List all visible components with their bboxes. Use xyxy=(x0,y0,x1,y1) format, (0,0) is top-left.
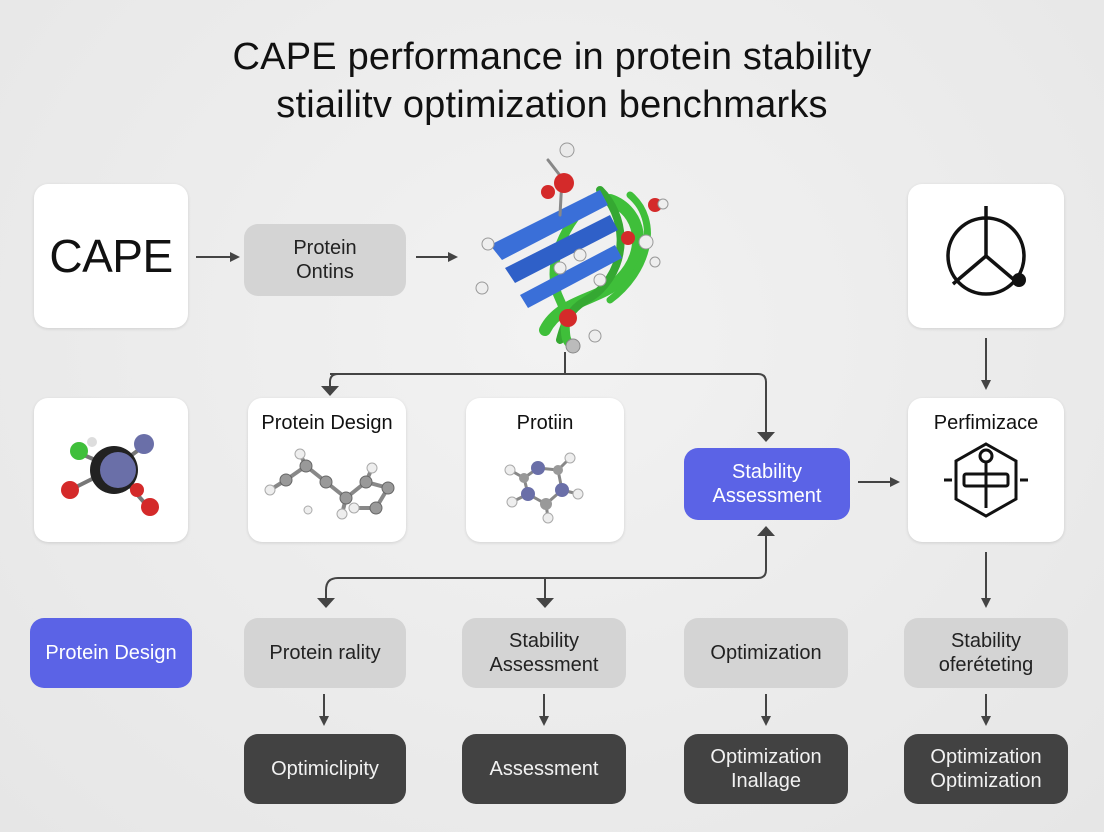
title-line-1: CAPE performance in protein stability xyxy=(232,36,872,78)
protein-rality-node[interactable]: Protein rality xyxy=(244,618,406,688)
molecule-card xyxy=(34,398,188,542)
protein-design-card-label: Protein Design xyxy=(261,412,393,434)
hexagon-crosshair-icon xyxy=(944,442,1028,518)
cape-logo-text: CAPE xyxy=(49,230,173,282)
chain-molecule-icon xyxy=(264,448,395,520)
protein-design-button[interactable]: Protein Design xyxy=(30,618,192,688)
protiin-card-label: Protiin xyxy=(516,412,574,434)
circle-split-icon xyxy=(946,206,1026,296)
assessment-node[interactable]: Assessment xyxy=(462,734,626,804)
optimiclipity-node[interactable]: Optimiclipity xyxy=(244,734,406,804)
protein-ontins-node[interactable]: Protein Ontins xyxy=(244,224,406,296)
ring-molecule-icon xyxy=(504,452,584,524)
optimization-optimization-node[interactable]: Optimization Optimization xyxy=(904,734,1068,804)
molecule-icon xyxy=(61,434,159,516)
stability-ofereteting-node[interactable]: Stability oferéteting xyxy=(904,618,1068,688)
cape-logo-card: CAPE xyxy=(34,184,188,328)
title-line-2: stiailitv optimization benchmarks xyxy=(276,84,828,126)
protiin-card: Protiin xyxy=(466,398,624,542)
optimization-row-node[interactable]: Optimization xyxy=(684,618,848,688)
stability-assessment-node[interactable]: Stability Assessment xyxy=(684,448,850,520)
arrow-protein-split xyxy=(329,352,767,438)
perfimizace-card: Perfimizace xyxy=(908,398,1064,542)
cape-side-card xyxy=(908,184,1064,328)
perfimizace-card-label: Perfimizace xyxy=(933,412,1039,434)
stability-assessment-row-node[interactable]: Stability Assessment xyxy=(462,618,626,688)
optimization-inallage-node[interactable]: Optimization Inallage xyxy=(684,734,848,804)
protein-design-card: Protein Design xyxy=(248,398,406,542)
